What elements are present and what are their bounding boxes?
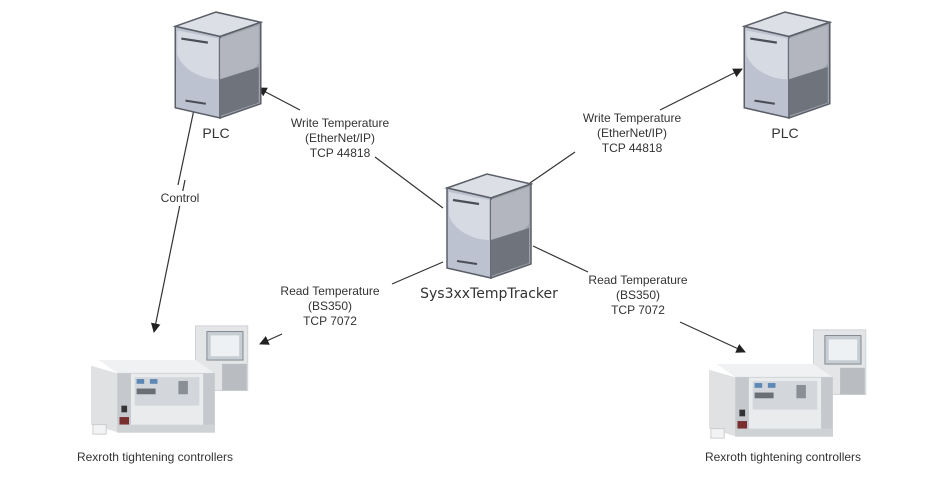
plc-right-server-icon[interactable]: [743, 10, 831, 120]
edge-label-line: (BS350): [307, 299, 353, 313]
edge-label-line: TCP 7072: [611, 303, 665, 317]
edge-read-left-segment-2: [259, 333, 283, 345]
edge-label-write-right: Write Temperature (EtherNet/IP) TCP 4481…: [572, 111, 692, 156]
edge-label-line: (EtherNet/IP): [304, 131, 376, 145]
edge-label-line: (EtherNet/IP): [596, 126, 668, 140]
edge-label-line: Write Temperature: [582, 111, 682, 125]
edge-write-right-segment-2: [659, 68, 743, 111]
edge-label-read-left: Read Temperature (BS350) TCP 7072: [270, 284, 390, 329]
edge-write-left-segment-2: [257, 87, 301, 111]
edge-label-line: TCP 44818: [309, 146, 371, 160]
edge-read-right-segment-1: [532, 245, 589, 273]
edge-label-line: TCP 44818: [601, 141, 663, 155]
edge-label-line: TCP 7072: [303, 314, 357, 328]
edge-write-right-segment-1: [529, 151, 576, 184]
controller-right-label: Rexroth tightening controllers: [704, 450, 862, 464]
plc-right-label: PLC: [771, 125, 799, 141]
edge-label-control: Control: [152, 191, 208, 206]
server-label: Sys3xxTempTracker: [420, 286, 558, 302]
edge-label-line: Read Temperature: [588, 273, 688, 287]
edge-label-line: (BS350): [615, 288, 661, 302]
controller-left-icon[interactable]: [90, 325, 249, 435]
edge-control-line-top: [177, 99, 199, 186]
edge-read-left-segment-1: [391, 261, 444, 285]
edge-label-line: Read Temperature: [280, 284, 380, 298]
edge-label-read-right: Read Temperature (BS350) TCP 7072: [578, 273, 698, 318]
edge-write-left-segment-1: [374, 156, 444, 209]
plc-left-label: PLC: [202, 125, 230, 141]
plc-left-server-icon[interactable]: [174, 10, 262, 120]
edge-read-right-segment-2: [679, 321, 746, 353]
edge-label-line: Write Temperature: [290, 116, 390, 130]
controller-left-label: Rexroth tightening controllers: [76, 450, 234, 464]
sys3xx-server-icon[interactable]: [445, 172, 533, 280]
edge-label-write-left: Write Temperature (EtherNet/IP) TCP 4481…: [284, 116, 396, 161]
